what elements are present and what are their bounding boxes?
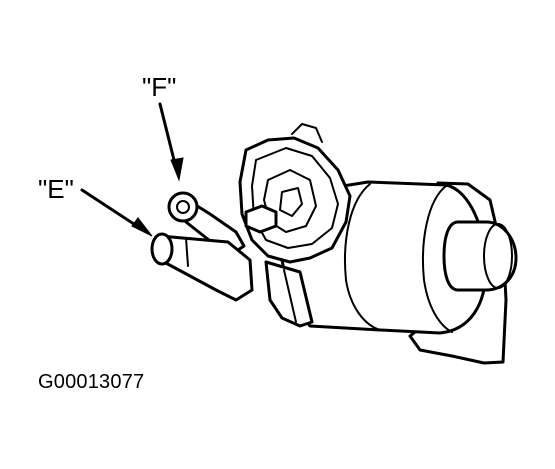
clamp-band xyxy=(264,260,314,328)
callout-e: "E" xyxy=(38,174,74,204)
figure-id: G00013077 xyxy=(38,371,145,393)
leader-arrow-f xyxy=(158,102,184,182)
end-cap xyxy=(442,220,518,292)
electrical-connector xyxy=(238,123,352,264)
port-e-nozzle xyxy=(150,232,254,302)
callout-f: "F" xyxy=(142,72,177,102)
leader-arrow-e xyxy=(80,188,153,237)
